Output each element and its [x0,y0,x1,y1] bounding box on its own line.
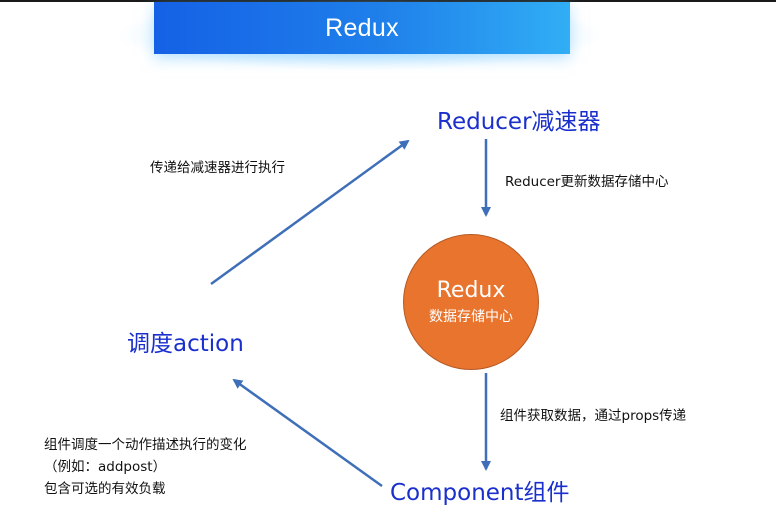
label-store-to-component: 组件获取数据，通过props传递 [500,408,687,424]
label-line: （例如：addpost） [44,459,167,475]
page-title: Redux [325,13,399,42]
title-banner: Redux [154,2,570,54]
label-line: 包含可选的有效负载 [44,481,166,497]
arrow-action-to-reducer [210,139,410,286]
arrow-component-to-action [232,378,383,488]
node-reducer: Reducer减速器 [437,109,601,135]
node-redux-store: Redux 数据存储中心 [403,234,539,370]
label-action-to-reducer: 传递给减速器进行执行 [150,160,285,176]
node-component: Component组件 [390,480,570,506]
label-component-to-action: 组件调度一个动作描述执行的变化 （例如：addpost） 包含可选的有效负载 [44,434,247,500]
label-reducer-to-store: Reducer更新数据存储中心 [505,174,669,190]
label-line: 组件调度一个动作描述执行的变化 [44,437,247,453]
store-title: Redux [436,278,506,303]
store-subtitle: 数据存储中心 [429,309,513,325]
node-action: 调度action [127,331,244,357]
